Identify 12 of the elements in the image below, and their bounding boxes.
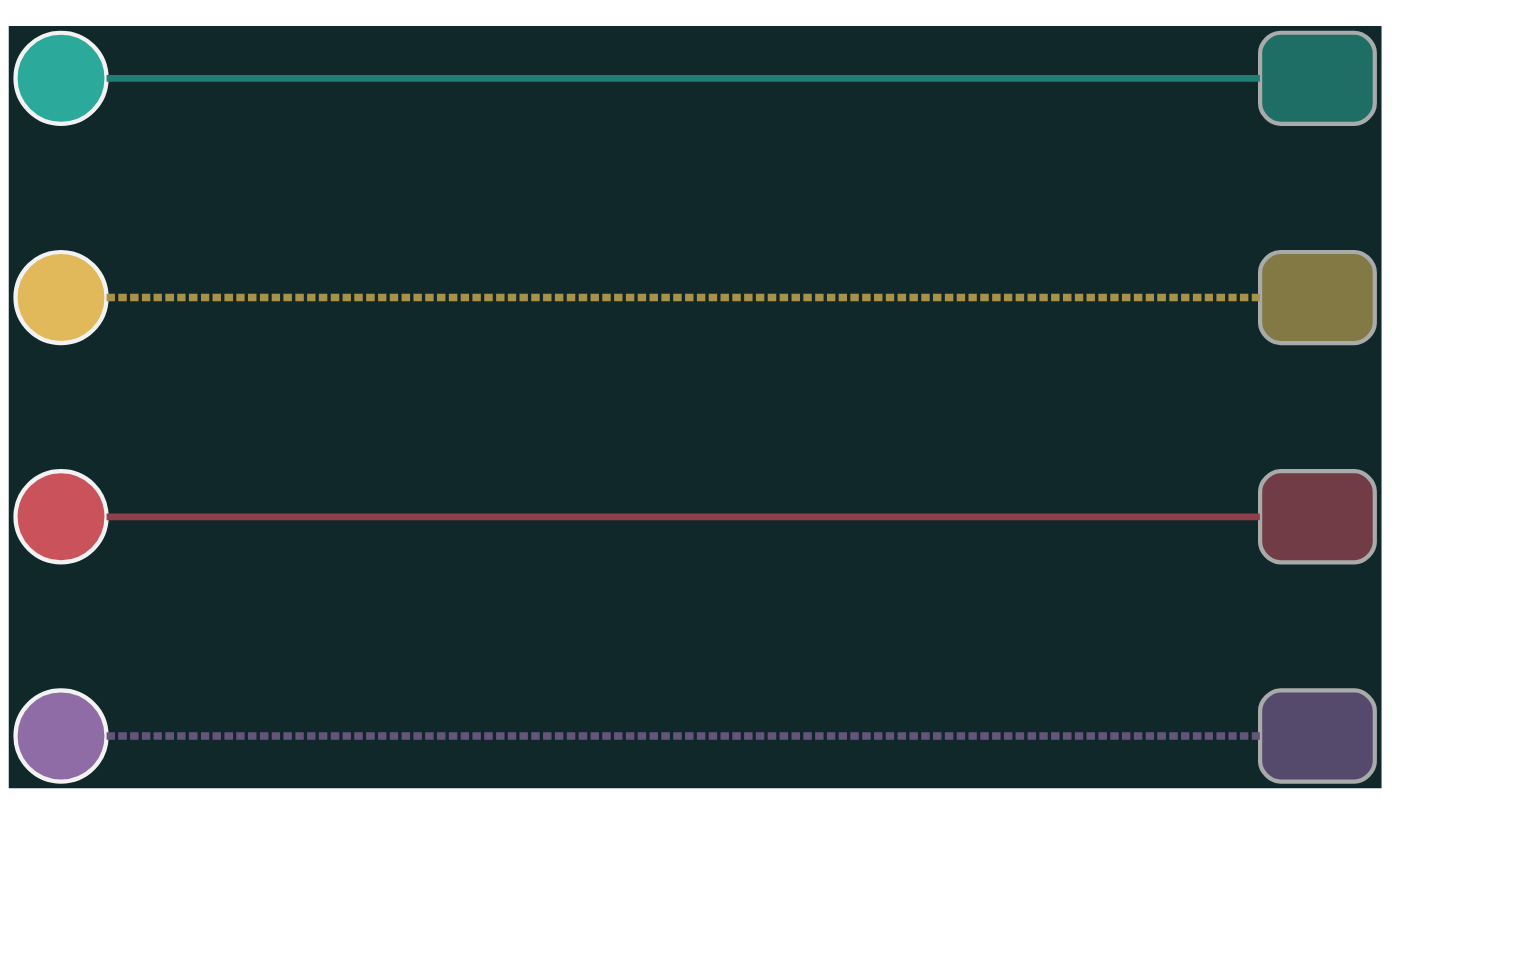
connector [106, 293, 1260, 302]
node-circle [13, 249, 109, 346]
connector [106, 513, 1260, 521]
connector [106, 74, 1260, 82]
node-box [1258, 469, 1377, 565]
node-circle [13, 688, 109, 784]
node-box [1258, 30, 1377, 126]
node-circle [13, 30, 109, 126]
node-box [1258, 688, 1377, 784]
connector [106, 732, 1260, 740]
node-box [1258, 249, 1377, 346]
node-circle [13, 469, 109, 565]
